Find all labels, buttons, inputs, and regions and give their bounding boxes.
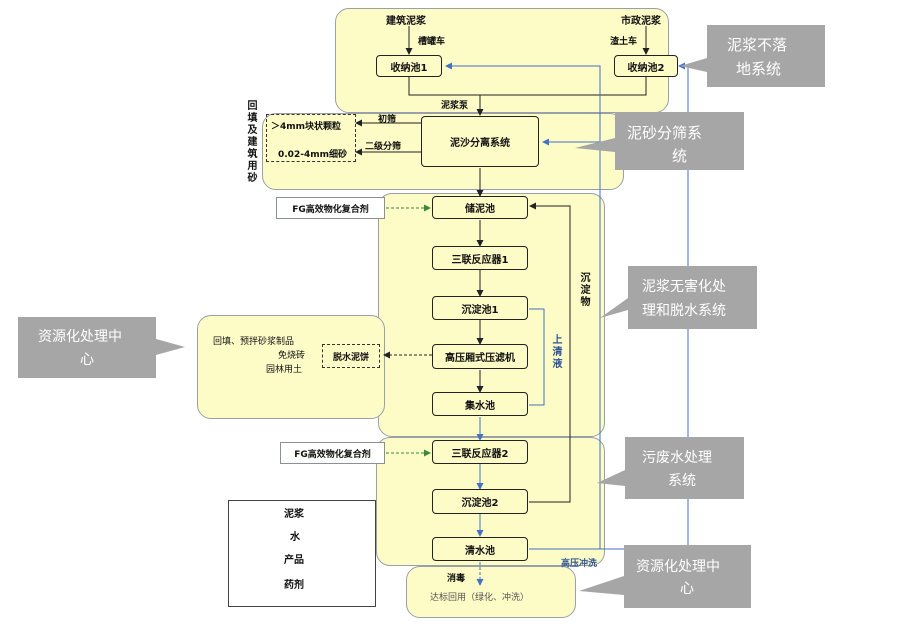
source-left-label: 建筑泥浆: [386, 16, 426, 27]
callout-wastewater: [597, 437, 744, 499]
supernatant-label: 上清液: [550, 334, 561, 370]
resource-line3: 园林用土: [266, 365, 303, 375]
sediment-label: 沉淀物: [578, 272, 589, 308]
product-output-dashbox: [266, 114, 356, 162]
coarse-label: ＞4mm块状颗粒: [271, 122, 342, 132]
reactor2-box: 三联反应器2: [432, 440, 528, 464]
truck-left-label: 槽罐车: [418, 37, 446, 47]
source-right-label: 市政泥浆: [621, 16, 661, 27]
legend-mud: 泥浆: [284, 509, 304, 520]
callout-no-landing: [680, 25, 825, 87]
callout5-line1: 污废水处理: [642, 450, 712, 466]
settle2-box: 沉淀池2: [432, 489, 528, 514]
legend-product: 产品: [284, 555, 304, 566]
filter-press-box: 高压厢式压滤机: [432, 344, 528, 369]
screen2-label: 二级分筛: [365, 142, 402, 152]
dewatered-cake-label: 脱水泥饼: [332, 352, 369, 363]
disinfect-label: 消毒: [447, 574, 466, 584]
reagent1-box: FG高效物化复合剂: [276, 197, 385, 219]
callout3-line1: 泥浆无害化处: [642, 279, 726, 295]
sand-use-vertical-label: 回填及建筑用砂: [245, 100, 256, 184]
resource-line2: 免烧砖: [278, 351, 306, 361]
callout4-line2: 心: [80, 352, 94, 368]
reactor1-box: 三联反应器1: [432, 246, 528, 270]
pool1-box: 收纳池1: [376, 55, 442, 77]
clear-pool-box: 清水池: [432, 537, 528, 561]
callout4-line1: 资源化处理中: [38, 329, 122, 345]
reuse-label: 达标回用（绿化、冲洗）: [430, 593, 530, 603]
callout1-line2: 地系统: [736, 60, 782, 78]
legend-reagent: 药剂: [284, 580, 304, 591]
truck-right-label: 渣土车: [610, 37, 638, 47]
pump-label: 泥浆泵: [441, 101, 469, 111]
dewatered-cake-box: 脱水泥饼: [322, 344, 380, 368]
storage-pool-box: 储泥池: [432, 196, 528, 219]
pool2-box: 收纳池2: [614, 55, 678, 77]
callout6-line2: 心: [680, 581, 694, 597]
collect-pool-box: 集水池: [432, 392, 528, 416]
callout5-line2: 系统: [668, 473, 696, 489]
resource-line1: 回填、预拌砂浆制品: [213, 337, 295, 347]
callout3-line2: 理和脱水系统: [642, 303, 726, 319]
callout2-line2: 统: [672, 147, 688, 165]
flush-label: 高压冲洗: [561, 559, 598, 569]
callout6-line1: 资源化处理中: [636, 559, 720, 575]
callout-resource-bottom: [579, 545, 751, 608]
callout1-line1: 泥浆不落: [727, 36, 788, 54]
legend-box: [228, 500, 376, 607]
callout-sand-screening: [575, 112, 744, 170]
fine-label: 0.02-4mm细砂: [278, 150, 347, 160]
screen1-label: 初筛: [378, 115, 397, 125]
sand-separation-box: 泥沙分离系统: [421, 116, 539, 167]
legend-water: 水: [290, 532, 300, 543]
callout2-line1: 泥砂分筛系: [627, 124, 703, 142]
callout-harmless-dewater: [600, 266, 757, 329]
settle1-box: 沉淀池1: [432, 296, 528, 320]
region-reuse: [406, 566, 576, 618]
callout-resource-left: [18, 317, 185, 378]
reagent2-box: FG高效物化复合剂: [280, 442, 385, 464]
